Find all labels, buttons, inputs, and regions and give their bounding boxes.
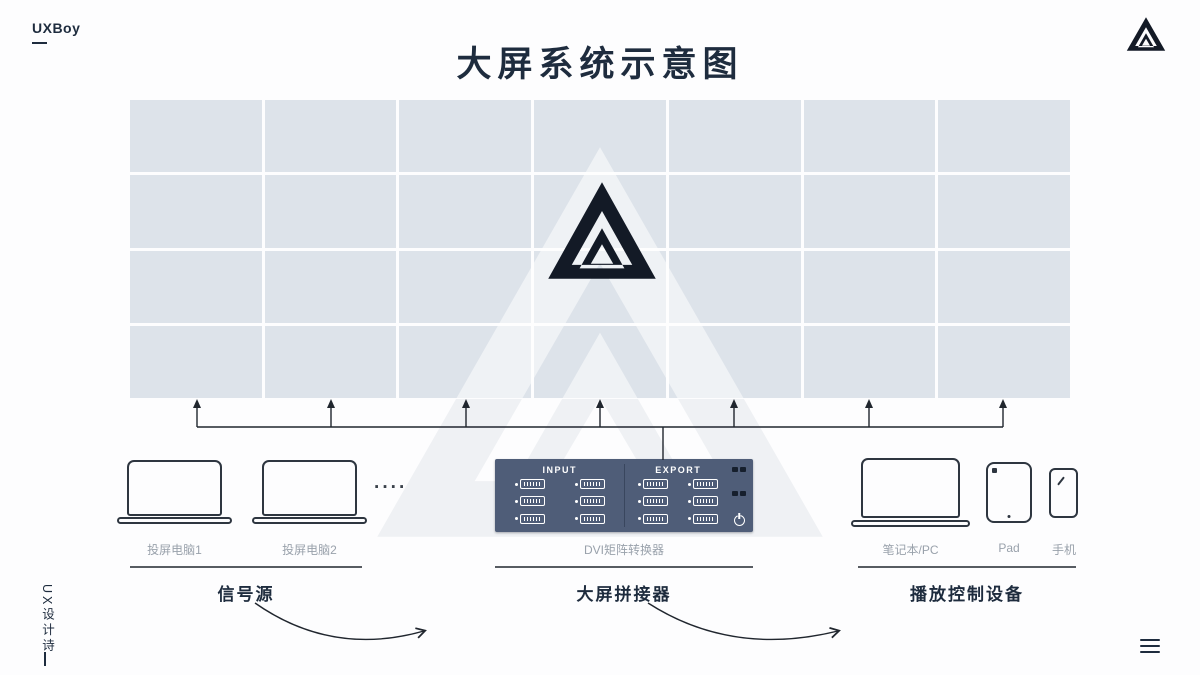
dvi-port-icon — [638, 496, 669, 507]
laptop-screen — [861, 458, 960, 518]
wall-cell — [668, 175, 801, 248]
wall-cell — [668, 250, 801, 323]
brand-underline — [32, 42, 47, 44]
wall-cell — [130, 250, 262, 323]
side-vertical-dash — [44, 652, 46, 666]
power-button-icon[interactable] — [733, 515, 745, 526]
wall-cell — [938, 100, 1070, 173]
tablet-camera-icon — [992, 468, 997, 473]
dvi-port-icon — [514, 496, 545, 507]
dvi-input-ports — [499, 476, 621, 529]
wall-cell — [803, 250, 936, 323]
wall-cell — [534, 325, 666, 398]
matrix-caption: DVI矩阵转换器 — [583, 543, 664, 557]
wall-cell — [668, 100, 801, 173]
dvi-port-icon — [574, 496, 605, 507]
brand-logo-icon — [1126, 16, 1166, 52]
wall-cell — [264, 100, 397, 173]
tablet-icon — [986, 462, 1032, 523]
phone-stylus-icon — [1057, 476, 1065, 486]
laptop-base — [851, 520, 970, 527]
wall-cell — [130, 100, 262, 173]
dvi-port-icon — [638, 513, 669, 524]
matrix-export-title: EXPORT — [655, 465, 702, 475]
wall-cell — [399, 175, 532, 248]
wall-cell — [399, 250, 532, 323]
wall-cell — [938, 325, 1070, 398]
wall-cell — [130, 175, 262, 248]
laptop-icon-source-2 — [252, 460, 367, 524]
matrix-input-title: INPUT — [542, 465, 577, 475]
dvi-matrix-device: INPUT EXPORT — [495, 459, 753, 532]
section-title-control: 播放控制设备 — [910, 585, 1024, 604]
brand: UXBoy — [32, 20, 80, 44]
center-logo-icon — [546, 180, 658, 281]
dvi-port-icon — [514, 479, 545, 490]
matrix-side-ports — [729, 462, 749, 529]
more-sources-ellipsis: ···· — [374, 477, 408, 498]
pad-caption: Pad — [998, 541, 1020, 555]
matrix-input-panel: INPUT — [499, 462, 621, 529]
wall-cell — [803, 325, 936, 398]
laptop-icon-control — [851, 458, 970, 527]
phone-icon — [1049, 468, 1078, 518]
matrix-panel-divider — [623, 464, 625, 527]
dvi-port-icon — [574, 479, 605, 490]
laptop1-caption: 投屏电脑1 — [147, 543, 202, 557]
wall-cell — [130, 325, 262, 398]
wall-cell — [264, 175, 397, 248]
section-title-source: 信号源 — [217, 585, 275, 604]
side-vertical-text: UX设计诗 — [40, 584, 54, 654]
menu-icon[interactable] — [1140, 639, 1160, 653]
dvi-port-icon — [574, 513, 605, 524]
dvi-port-icon — [688, 496, 719, 507]
wall-cell — [534, 100, 666, 173]
laptop3-caption: 笔记本/PC — [882, 543, 939, 557]
dvi-port-icon — [688, 513, 719, 524]
ethernet-port-icon — [732, 491, 738, 496]
laptop-base — [252, 517, 367, 524]
flow-arrows — [254, 602, 841, 641]
section-title-splicer: 大屏拼接器 — [576, 585, 672, 604]
ethernet-port-icon — [740, 491, 746, 496]
ethernet-port-icon — [740, 467, 746, 472]
wall-cell — [399, 100, 532, 173]
dvi-port-icon — [638, 479, 669, 490]
ethernet-port-icon — [732, 467, 738, 472]
dvi-export-ports — [628, 476, 730, 529]
wall-cell — [938, 250, 1070, 323]
laptop-icon-source-1 — [117, 460, 232, 524]
wall-cell — [399, 325, 532, 398]
wall-cell — [803, 100, 936, 173]
dvi-port-icon — [688, 479, 719, 490]
wall-cell — [938, 175, 1070, 248]
phone-caption: 手机 — [1051, 543, 1076, 557]
wall-cell — [264, 250, 397, 323]
page-title: 大屏系统示意图 — [456, 45, 744, 84]
up-arrowheads — [193, 399, 1007, 408]
wall-cell — [803, 175, 936, 248]
laptop2-caption: 投屏电脑2 — [282, 543, 337, 557]
signal-bus — [196, 406, 1004, 460]
wall-cell — [668, 325, 801, 398]
dvi-port-icon — [514, 513, 545, 524]
matrix-export-panel: EXPORT — [628, 462, 750, 529]
brand-name: UXBoy — [32, 20, 81, 36]
tablet-home-button-icon — [1007, 515, 1011, 518]
wall-cell — [264, 325, 397, 398]
laptop-base — [117, 517, 232, 524]
laptop-screen — [262, 460, 357, 516]
laptop-screen — [127, 460, 222, 516]
